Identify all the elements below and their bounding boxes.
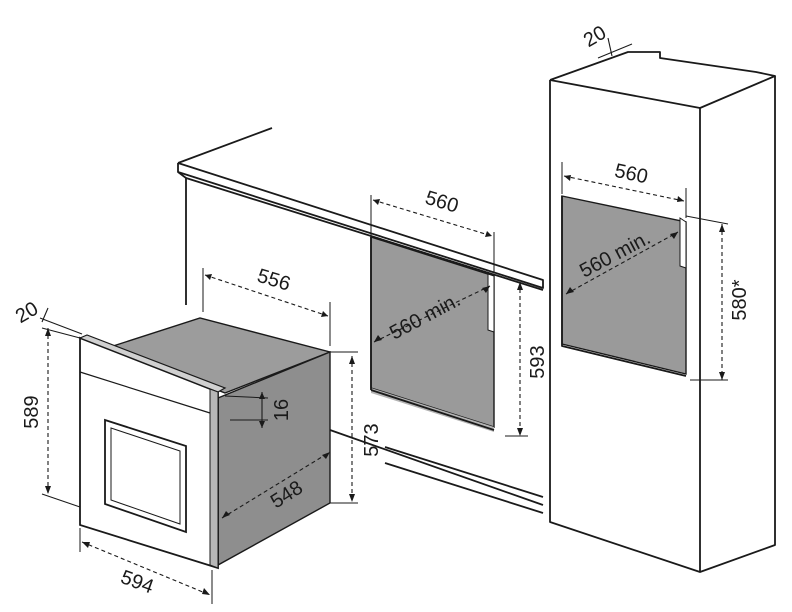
- dim-label-counter-cutout-width: 560: [423, 187, 461, 218]
- dim-oven-height: 589: [21, 327, 81, 508]
- dim-column-cutout-width: 560: [561, 160, 687, 218]
- counter-cabinet: [177, 127, 544, 514]
- oven-door-window: [104, 418, 187, 534]
- oven-front-edge: [78, 334, 227, 393]
- oven-control-strip: [79, 371, 211, 414]
- counter-cavity-bottom: [370, 389, 495, 431]
- arrowheads: [45, 175, 725, 595]
- oven-door-window-inner: [110, 427, 181, 525]
- countertop-underside: [185, 177, 544, 291]
- cabinet-left-edge: [177, 171, 187, 305]
- cabinet-bottom-line-2: [384, 446, 544, 498]
- dim-label-front-depth: 20: [12, 298, 42, 328]
- cabinet-bottom-line-3: [384, 462, 544, 514]
- oven-front-side-edge: [209, 388, 219, 569]
- dim-label-column-cutout-height: 580*: [729, 279, 751, 320]
- countertop-slab: [177, 127, 544, 289]
- dim-label-oven-height: 589: [21, 395, 43, 428]
- column-cavity-side: [679, 217, 687, 269]
- dim-label-panel-offset: 16: [271, 399, 293, 421]
- dim-label-column-cutout-width: 560: [613, 160, 650, 188]
- column-cavity-edges: [561, 196, 687, 377]
- oven: [78, 317, 333, 570]
- column-cavity-back: [561, 195, 687, 375]
- dim-label-column-top-depth: 20: [580, 22, 610, 52]
- dim-label-oven-width: 594: [118, 566, 157, 598]
- dim-label-counter-cutout-height: 593: [527, 345, 549, 378]
- dim-counter-cutout-height: 593: [505, 282, 549, 437]
- dim-column-cutout-height: 580*: [685, 215, 751, 381]
- column-top: [549, 51, 776, 109]
- dim-label-oven-depth: 556: [255, 265, 293, 296]
- counter-cavity: [370, 236, 495, 432]
- counter-cavity-side: [487, 273, 495, 333]
- column-cabinet: [549, 51, 776, 573]
- cabinet-bottom-line-1: [329, 429, 544, 506]
- dim-front-depth: 20: [12, 298, 83, 335]
- dim-label-body-height: 573: [361, 423, 383, 456]
- column-cavity: [561, 195, 687, 377]
- dim-body-height: 573: [330, 351, 383, 504]
